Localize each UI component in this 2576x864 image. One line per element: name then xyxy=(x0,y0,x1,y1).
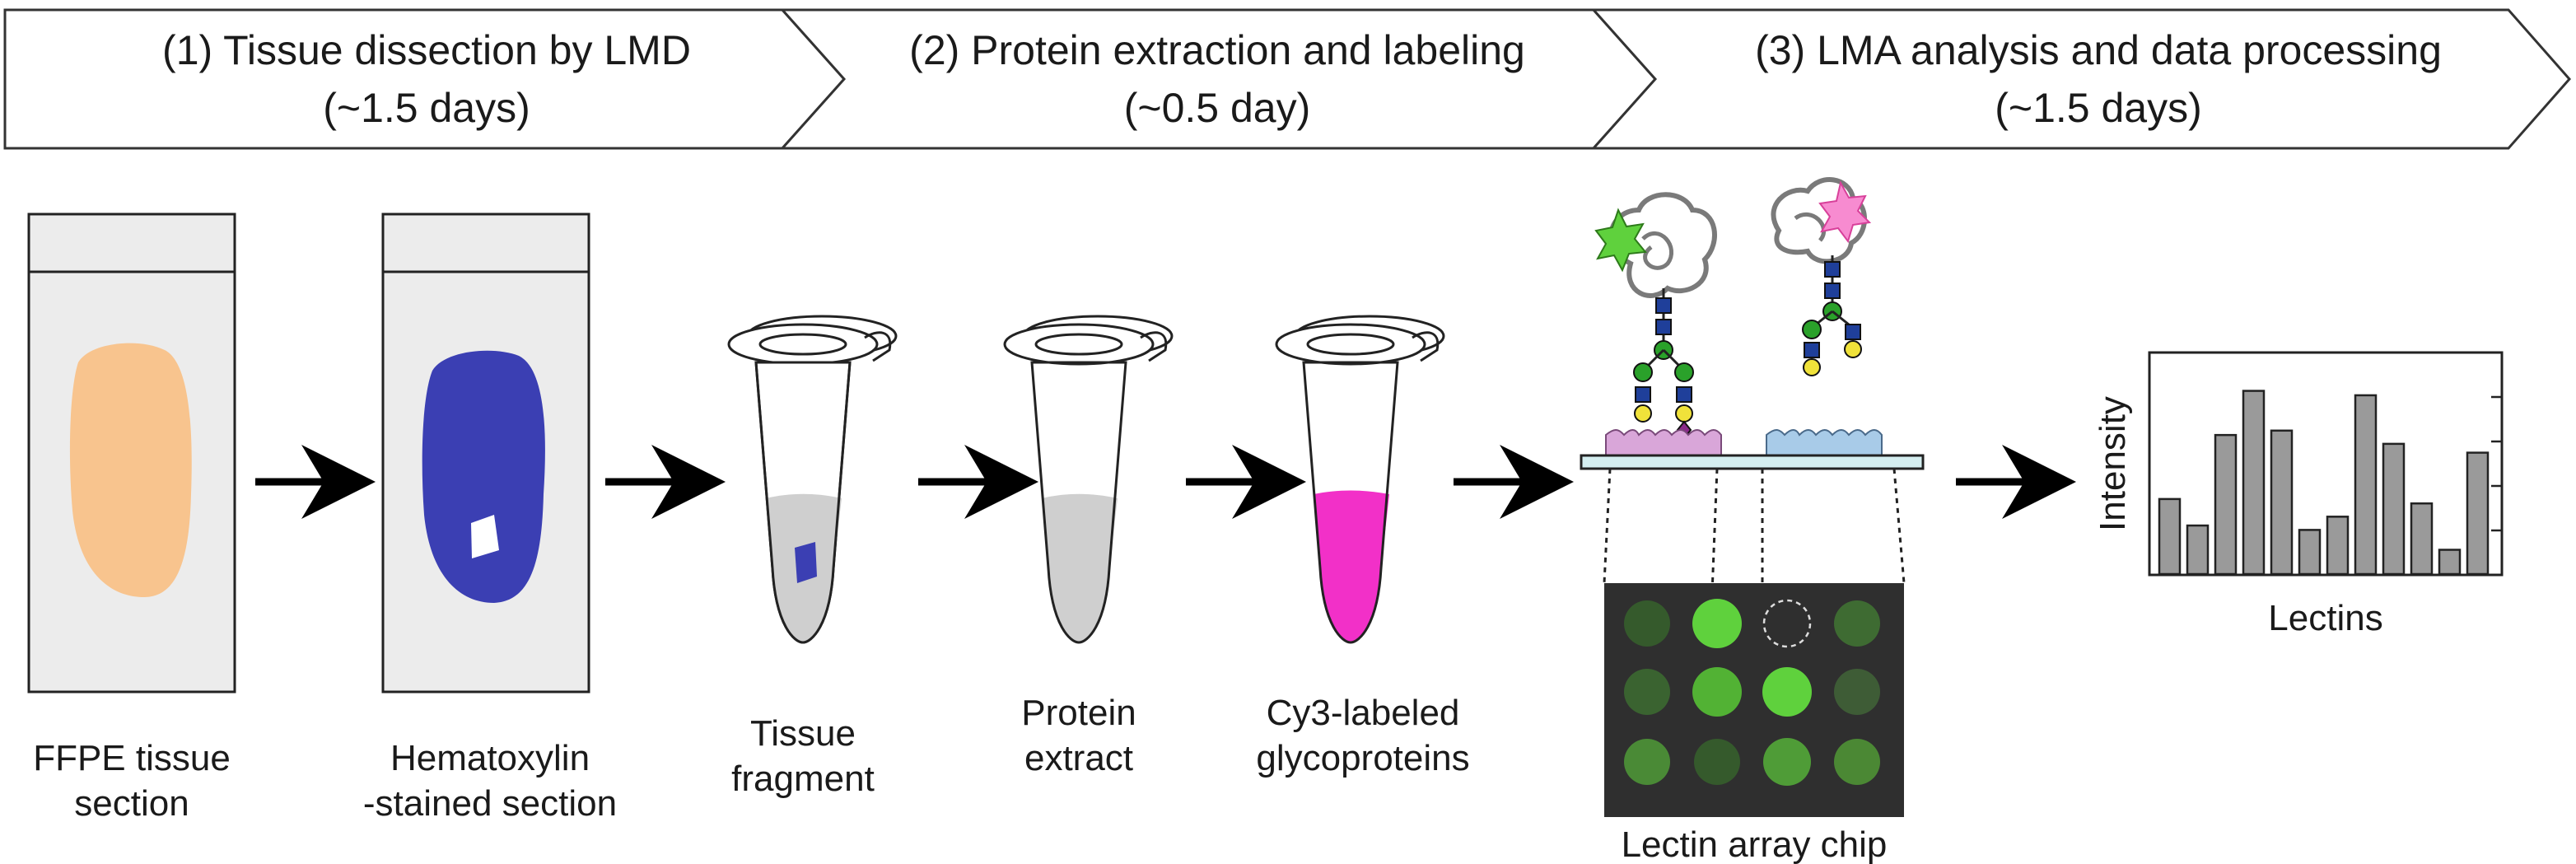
bar-2 xyxy=(2186,524,2210,576)
pink-fluor-star xyxy=(1818,180,1872,244)
spot xyxy=(1834,739,1880,785)
ffpe-label-line1: FFPE tissue xyxy=(33,738,231,778)
bar-1 xyxy=(2158,497,2182,576)
spot xyxy=(1692,599,1742,648)
lectins-pink xyxy=(1605,429,1722,456)
stage-1-duration: (~1.5 days) xyxy=(323,85,530,131)
intensity-chart: Intensity Lectins xyxy=(2093,351,2504,638)
bar-3 xyxy=(2214,433,2238,576)
bar-9 xyxy=(2382,442,2406,576)
chip-label: Lectin array chip xyxy=(1622,824,1888,864)
spot xyxy=(1692,667,1742,717)
glycoprotein-green xyxy=(1594,192,1717,440)
hema-tissue xyxy=(422,350,545,603)
glycoprotein-pink xyxy=(1771,177,1872,376)
cy3-label-line2: glycoproteins xyxy=(1256,738,1469,778)
bar-10 xyxy=(2410,502,2434,576)
chart-frame xyxy=(2148,351,2504,577)
fragment-label-line1: Tissue xyxy=(750,713,856,754)
stage-1-title: (1) Tissue dissection by LMD xyxy=(162,27,691,73)
spot xyxy=(1624,669,1670,715)
green-fluor-star xyxy=(1594,208,1647,273)
lectin-array-illustration xyxy=(1580,177,1925,817)
tube-tissue-fragment xyxy=(727,315,898,644)
stage-banner: (1) Tissue dissection by LMD (~1.5 days)… xyxy=(3,8,2571,150)
spot xyxy=(1763,738,1811,786)
bar-11 xyxy=(2438,549,2462,576)
tube-protein-extract xyxy=(1003,315,1174,644)
tube-cy3-glycoproteins xyxy=(1275,315,1445,644)
spot xyxy=(1762,599,1812,648)
bar-12 xyxy=(2466,451,2490,576)
hema-label-line1: Hematoxylin xyxy=(390,738,590,778)
bars-group xyxy=(2158,390,2490,576)
ffpe-slide xyxy=(27,212,236,694)
bar-8 xyxy=(2354,394,2378,576)
spot xyxy=(1694,739,1740,785)
spot xyxy=(1834,600,1880,647)
spot xyxy=(1624,739,1670,785)
chip-spots xyxy=(1624,599,1880,786)
ffpe-tissue xyxy=(69,343,192,597)
stage-3-title: (3) LMA analysis and data processing xyxy=(1755,27,2442,73)
x-axis-label: Lectins xyxy=(2268,598,2382,638)
lectins-blue xyxy=(1766,429,1883,456)
tissue-fragment-piece xyxy=(795,542,817,583)
stage-2-duration: (~0.5 day) xyxy=(1124,85,1311,131)
bar-6 xyxy=(2298,529,2322,576)
bar-5 xyxy=(2270,429,2294,576)
dissected-hole xyxy=(471,515,499,558)
stage-3-duration: (~1.5 days) xyxy=(1995,85,2202,131)
hema-slide xyxy=(381,212,590,694)
stage-2-title: (2) Protein extraction and labeling xyxy=(909,27,1525,73)
glass-slide xyxy=(1580,454,1925,470)
y-axis-label: Intensity xyxy=(2093,396,2133,531)
fragment-label-line2: fragment xyxy=(731,759,875,799)
bar-7 xyxy=(2326,516,2350,576)
bar-4 xyxy=(2242,390,2266,576)
hema-label-line2: -stained section xyxy=(363,783,617,824)
spot xyxy=(1762,667,1812,717)
cy3-label-line1: Cy3-labeled xyxy=(1267,693,1460,733)
extract-label-line2: extract xyxy=(1024,738,1133,778)
ffpe-label-line2: section xyxy=(74,783,189,824)
spot xyxy=(1624,600,1670,647)
extract-label-line1: Protein xyxy=(1021,693,1136,733)
stage-3-chevron xyxy=(1590,8,2571,150)
spot xyxy=(1834,669,1880,715)
